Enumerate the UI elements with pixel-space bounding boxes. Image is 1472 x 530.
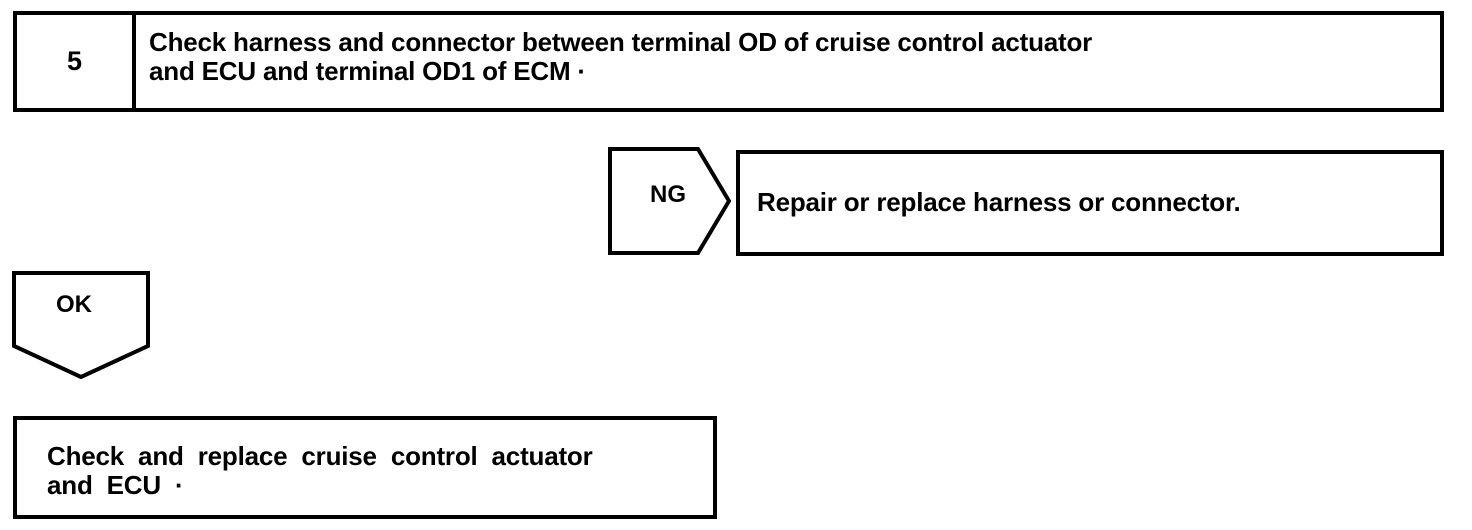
step-instruction-text: Check harness and connector between term… — [149, 27, 1093, 87]
ok-branch-label: OK — [56, 291, 92, 318]
pentagon-down-icon — [12, 271, 150, 379]
step-row: 5 Check harness and connector between te… — [13, 11, 1444, 112]
repair-action-text: Repair or replace harness or connector. — [757, 187, 1241, 218]
pentagon-right-icon — [608, 147, 731, 255]
final-action-text: Check and replace cruise control actuato… — [47, 441, 593, 501]
step-number: 5 — [66, 46, 83, 76]
ok-branch-pentagon: OK — [12, 271, 150, 379]
final-action-box: Check and replace cruise control actuato… — [13, 416, 717, 519]
step-instruction-cell: Check harness and connector between term… — [136, 15, 1440, 108]
step-number-cell: 5 — [17, 15, 136, 108]
ng-branch-pentagon: NG — [608, 147, 731, 255]
ng-branch-label: NG — [650, 181, 686, 208]
repair-action-box: Repair or replace harness or connector. — [736, 150, 1444, 256]
